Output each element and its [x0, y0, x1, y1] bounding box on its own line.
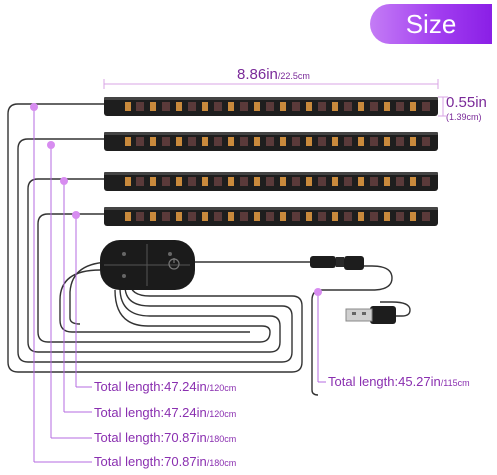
strip-length-cm: /22.5cm: [277, 71, 310, 81]
cable-length-inch: 70.87in: [164, 454, 207, 469]
led-strips: [104, 97, 438, 226]
cable-length-title: Total length:: [94, 405, 165, 420]
leader-lines: [33, 107, 326, 463]
cable-connector-icon: [310, 256, 364, 270]
led-strip: [104, 207, 438, 226]
cable-length-title: Total length:: [94, 430, 165, 445]
cable-length-title: Total length:: [94, 454, 165, 469]
leader-dots: [30, 103, 322, 296]
cable-length-cm: /180cm: [206, 458, 237, 468]
led-strip: [104, 97, 438, 116]
cable-length-inch: 70.87in: [164, 430, 207, 445]
usb-plug-icon: [345, 306, 396, 324]
usb-cable-length-cm: /115cm: [440, 378, 470, 388]
dimension-lines: [103, 79, 448, 117]
usb-cable-length-inch: 45.27in: [398, 374, 441, 389]
cable-length-title: Total length:: [94, 379, 165, 394]
cable-length-label: Total length:70.87in/180cm: [94, 431, 236, 446]
size-badge: Size: [370, 4, 492, 44]
cable-length-cm: /180cm: [206, 434, 237, 444]
usb-cable-length-title: Total length:: [328, 374, 399, 389]
cable-length-cm: /120cm: [206, 409, 237, 419]
strip-height-inch: 0.55in: [446, 94, 487, 111]
remote-control-icon: [100, 240, 195, 290]
led-strip: [104, 132, 438, 151]
cable-length-inch: 47.24in: [164, 379, 207, 394]
led-strip: [104, 172, 438, 191]
cable-length-cm: /120cm: [206, 383, 237, 393]
cable-length-inch: 47.24in: [164, 405, 207, 420]
usb-cable: [195, 261, 411, 396]
strip-height-cm: (1.39cm): [446, 112, 482, 122]
usb-cable-length-label: Total length:45.27in/115cm: [328, 375, 470, 390]
cable-length-label: Total length:47.24in/120cm: [94, 406, 236, 421]
cable-length-label: Total length:70.87in/180cm: [94, 455, 236, 470]
strip-cables: [7, 103, 303, 373]
strip-length-label: 8.86in/22.5cm: [237, 66, 310, 83]
strip-length-inch: 8.86in: [237, 66, 278, 83]
cable-length-label: Total length:47.24in/120cm: [94, 380, 236, 395]
